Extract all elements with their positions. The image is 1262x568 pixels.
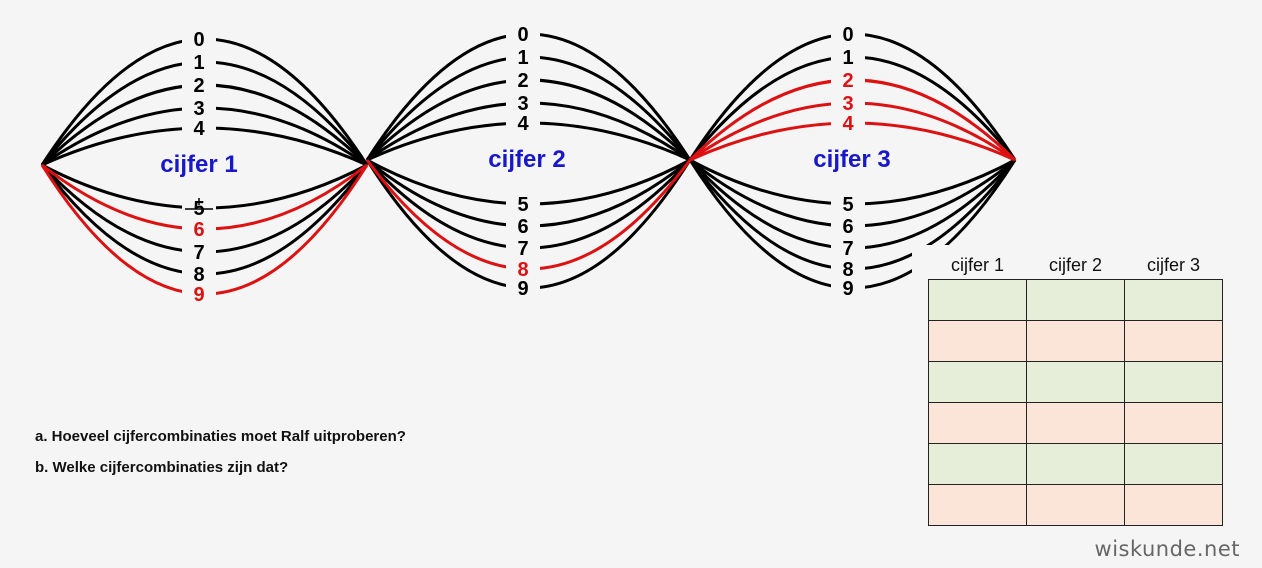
answer-row [928,402,1223,444]
digit-label-background [506,258,540,280]
answer-cell[interactable] [1124,361,1223,403]
answer-cell[interactable] [1124,402,1223,444]
digit-label-background [831,92,865,114]
digit-label-background [506,237,540,259]
digit-label-background [506,112,540,134]
digit-label-background [506,92,540,114]
header-cijfer-2: cijfer 2 [1026,252,1125,280]
digit-label-background [506,23,540,45]
digit-label: 5 [517,194,528,216]
answer-cell[interactable] [1124,279,1223,321]
answer-table-body [928,279,1223,526]
digit-label: 7 [517,238,528,260]
digit-label: 0 [193,29,204,51]
digit-label: 6 [193,219,204,241]
answer-cell[interactable] [928,402,1027,444]
digit-label: 0 [842,24,853,46]
digit-label: 7 [842,238,853,260]
brand-watermark: wiskunde.net [1094,537,1240,561]
answer-cell[interactable] [1026,320,1125,362]
answer-cell[interactable] [928,484,1027,526]
answer-table: cijfer 1 cijfer 2 cijfer 3 [928,252,1223,526]
digit-label: 4 [842,113,854,135]
digit-label-background [182,74,216,96]
digit-label: 4 [193,118,205,140]
answer-cell[interactable] [1124,484,1223,526]
digit-label: 6 [842,216,853,238]
digit-label-background [182,283,216,305]
answer-cell[interactable] [1124,443,1223,485]
digit-label-background [182,51,216,73]
digit-label-background [831,46,865,68]
answer-table-header-row: cijfer 1 cijfer 2 cijfer 3 [928,252,1223,280]
digit-label-background [831,23,865,45]
digit-label: 2 [517,70,528,92]
digit-label: 8 [517,259,528,281]
digit-label-background [506,193,540,215]
digit-label-background [182,97,216,119]
digit-label-background [182,263,216,285]
digit-label: 2 [842,70,853,92]
digit-label: 2 [193,75,204,97]
digit-label: 5 [842,194,853,216]
wheel-title: cijfer 3 [813,146,890,173]
digit-label: 9 [193,284,204,306]
digit-label-background [182,117,216,139]
answer-cell[interactable] [928,443,1027,485]
digit-label-background [506,69,540,91]
digit-label: 3 [842,93,853,115]
answer-cell[interactable] [928,320,1027,362]
digit-label-background [831,277,865,299]
digit-label: 8 [193,264,204,286]
digit-label-background [506,277,540,299]
answer-row [928,484,1223,526]
digit-label: 7 [193,242,204,264]
digit-label: 1 [517,47,528,69]
answer-row [928,279,1223,321]
digit-label: 3 [193,98,204,120]
digit-label: 9 [842,278,853,300]
digit-label: 6 [517,216,528,238]
answer-row [928,361,1223,403]
digit-label-background [182,241,216,263]
digit-label-background [831,193,865,215]
answer-row [928,320,1223,362]
digit-label: 4 [517,113,529,135]
header-cijfer-3: cijfer 3 [1124,252,1223,280]
digit-label-background [182,218,216,240]
answer-cell[interactable] [1026,484,1125,526]
digit-label: 8 [842,259,853,281]
digit-label: 1 [193,52,204,74]
question-b: b. Welke cijfercombinaties zijn dat? [35,459,289,476]
digit-label-background [831,237,865,259]
wheel-title: cijfer 1 [160,151,237,178]
question-a: a. Hoeveel cijfercombinaties moet Ralf u… [35,428,406,445]
digit-label-background [182,197,216,219]
answer-cell[interactable] [1026,361,1125,403]
digit-label: 9 [517,278,528,300]
digit-label-background [831,69,865,91]
digit-label-background [506,215,540,237]
digit-label-background [831,215,865,237]
digit-label-background [506,46,540,68]
digit-label-background [831,112,865,134]
answer-cell[interactable] [1124,320,1223,362]
wheel-title: cijfer 2 [488,146,565,173]
answer-cell[interactable] [1026,279,1125,321]
answer-row [928,443,1223,485]
digit-label: 3 [517,93,528,115]
digit-label-background [182,28,216,50]
answer-cell[interactable] [1026,402,1125,444]
digit-label-background [831,258,865,280]
answer-cell[interactable] [928,279,1027,321]
answer-cell[interactable] [1026,443,1125,485]
header-cijfer-1: cijfer 1 [928,252,1027,280]
digit-label: 1 [842,47,853,69]
answer-cell[interactable] [928,361,1027,403]
digit-label: 0 [517,24,528,46]
